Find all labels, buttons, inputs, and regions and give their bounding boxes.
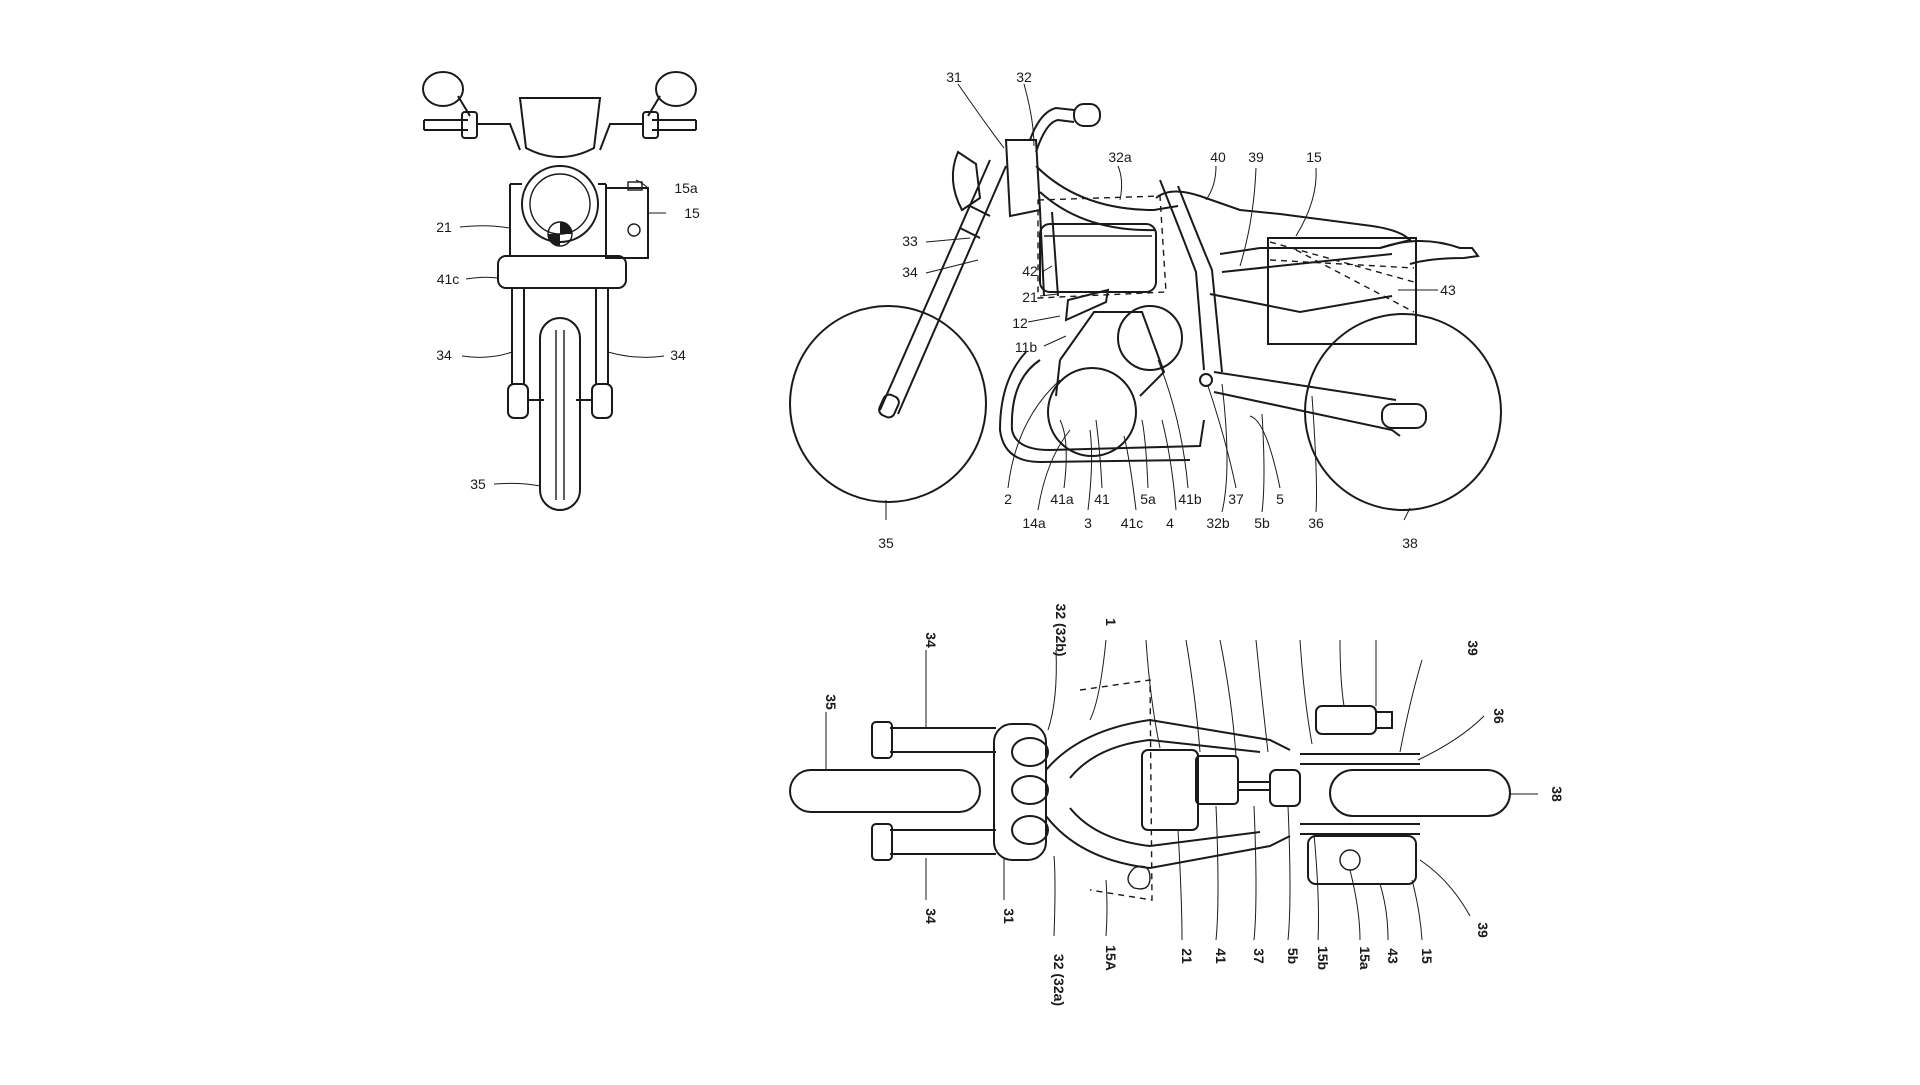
label-41-top: 41	[1213, 948, 1229, 964]
cylinder-12	[1066, 290, 1108, 320]
label-34-right: 34	[670, 347, 686, 363]
label-41: 41	[1094, 491, 1110, 507]
label-32: 32	[1016, 69, 1032, 85]
front-wheel-top	[790, 770, 980, 812]
front-wheel-side	[790, 306, 986, 502]
side-view: 31 32 32a 40 39 15 33 34 42 21 12 11b 43…	[790, 69, 1501, 551]
label-37: 37	[1228, 491, 1244, 507]
label-34-bottom: 34	[923, 908, 939, 924]
label-31: 31	[946, 69, 962, 85]
steering-clamp	[994, 724, 1046, 860]
label-39: 39	[1248, 149, 1264, 165]
battery-box-top	[1308, 836, 1416, 884]
label-34-top: 34	[923, 632, 939, 648]
unit-4	[1118, 306, 1182, 370]
main-frame	[1160, 180, 1222, 372]
pivot-37	[1200, 374, 1212, 386]
front-fork	[512, 288, 608, 384]
label-43-top: 43	[1385, 948, 1401, 964]
windscreen	[520, 98, 600, 157]
front-wheel	[540, 318, 580, 510]
label-32b: 32b	[1206, 515, 1230, 531]
label-32-32b: 32 (32b)	[1053, 604, 1069, 657]
label-41a: 41a	[1050, 491, 1074, 507]
rear-wheel-top	[1330, 770, 1510, 816]
label-5a: 5a	[1140, 491, 1156, 507]
label-15: 15	[684, 205, 700, 221]
label-38-top: 38	[1549, 786, 1565, 802]
bracket-41c	[498, 256, 626, 288]
label-40: 40	[1210, 149, 1226, 165]
label-39-top: 39	[1465, 640, 1481, 656]
label-15b: 15b	[1315, 946, 1331, 970]
label-36: 36	[1308, 515, 1324, 531]
label-3: 3	[1084, 515, 1092, 531]
unit-41-top	[1196, 756, 1238, 804]
seat-40	[1156, 191, 1410, 254]
headlight-side	[953, 152, 980, 210]
label-5b: 5b	[1254, 515, 1270, 531]
label-12: 12	[1012, 315, 1028, 331]
handle-grip-side	[1074, 104, 1100, 126]
swingarm-top	[1300, 754, 1420, 834]
label-41b: 41b	[1178, 491, 1202, 507]
label-35-top: 35	[823, 694, 839, 710]
label-11b: 11b	[1015, 339, 1038, 355]
label-21: 21	[436, 219, 452, 235]
label-4: 4	[1166, 515, 1174, 531]
upper-box	[1316, 706, 1376, 734]
label-15a: 15a	[674, 180, 698, 196]
label-36-top: 36	[1491, 708, 1507, 724]
label-35: 35	[470, 476, 486, 492]
label-39-bottom: 39	[1475, 922, 1491, 938]
right-mirror	[656, 72, 696, 106]
label-38: 38	[1402, 535, 1418, 551]
label-1: 1	[1103, 618, 1119, 626]
label-15a-top: 15a	[1357, 946, 1373, 970]
label-33: 33	[902, 233, 918, 249]
label-41c: 41c	[437, 271, 460, 287]
front-fork-side	[880, 160, 1006, 414]
label-5: 5	[1276, 491, 1284, 507]
label-32a: 32a	[1108, 149, 1132, 165]
front-view: 15a 15 21 41c 34 34 35	[423, 72, 700, 510]
label-32-32a: 32 (32a)	[1051, 954, 1067, 1006]
label-15-top: 15	[1419, 948, 1435, 964]
label-41c-side: 41c	[1121, 515, 1144, 531]
box-15	[606, 188, 648, 258]
label-43: 43	[1440, 282, 1456, 298]
label-42: 42	[1022, 263, 1038, 279]
left-mirror	[423, 72, 463, 106]
label-34-side: 34	[902, 264, 918, 280]
label-35-side: 35	[878, 535, 894, 551]
motor-37-top	[1270, 770, 1300, 806]
label-5b-top: 5b	[1285, 948, 1301, 964]
label-2: 2	[1004, 491, 1012, 507]
label-31-top: 31	[1001, 908, 1017, 924]
label-15A: 15A	[1103, 945, 1119, 971]
label-14a: 14a	[1022, 515, 1046, 531]
lock-15A	[1128, 866, 1150, 889]
label-37-top: 37	[1251, 948, 1267, 964]
label-34-left: 34	[436, 347, 452, 363]
label-15-side: 15	[1306, 149, 1322, 165]
top-view: 35 34 32 (32b) 1 39 36 38 34 31 32 (32a)…	[790, 604, 1565, 1007]
label-21-top: 21	[1179, 948, 1195, 964]
label-21-side: 21	[1022, 289, 1038, 305]
battery-box-15	[1268, 238, 1416, 344]
